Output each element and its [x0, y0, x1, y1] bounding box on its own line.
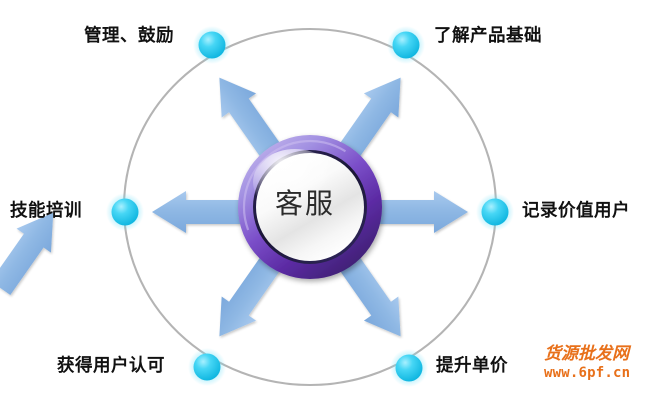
node-label-left: 技能培训 [10, 201, 82, 221]
arrow-top-left [219, 77, 282, 160]
hub-ring-highlight [242, 139, 378, 275]
node-label-bottom-right: 提升单价 [436, 356, 508, 376]
arrow-bottom-left [219, 254, 282, 337]
node-top-right[interactable] [387, 26, 425, 64]
node-bottom-left[interactable] [188, 348, 226, 386]
watermark-url: www.6pf.cn [544, 364, 631, 381]
node-label-right: 记录价值用户 [522, 201, 630, 221]
arrow-top-right [338, 77, 401, 160]
node-label-top-right: 了解产品基础 [434, 26, 542, 46]
node-bottom-right[interactable] [390, 349, 428, 387]
node-sphere-group [106, 26, 514, 387]
center-hub[interactable] [217, 114, 403, 300]
hub-disk-sheen [253, 149, 337, 215]
node-right[interactable] [476, 193, 514, 231]
node-left[interactable] [106, 193, 144, 231]
node-label-bottom-left: 获得用户认可 [57, 356, 165, 376]
node-label-top-left: 管理、鼓励 [84, 26, 174, 46]
watermark-site-name: 货源批发网 [544, 344, 629, 364]
arrow-left [152, 191, 244, 233]
watermark: 货源批发网 www.6pf.cn [544, 344, 656, 381]
arrow-upper-left [0, 212, 54, 296]
node-top-left[interactable] [193, 26, 231, 64]
center-hub-label: 客服 [274, 187, 335, 220]
arrow-group [0, 77, 468, 337]
arrow-bottom-right [338, 254, 401, 337]
arrow-right [376, 191, 468, 233]
